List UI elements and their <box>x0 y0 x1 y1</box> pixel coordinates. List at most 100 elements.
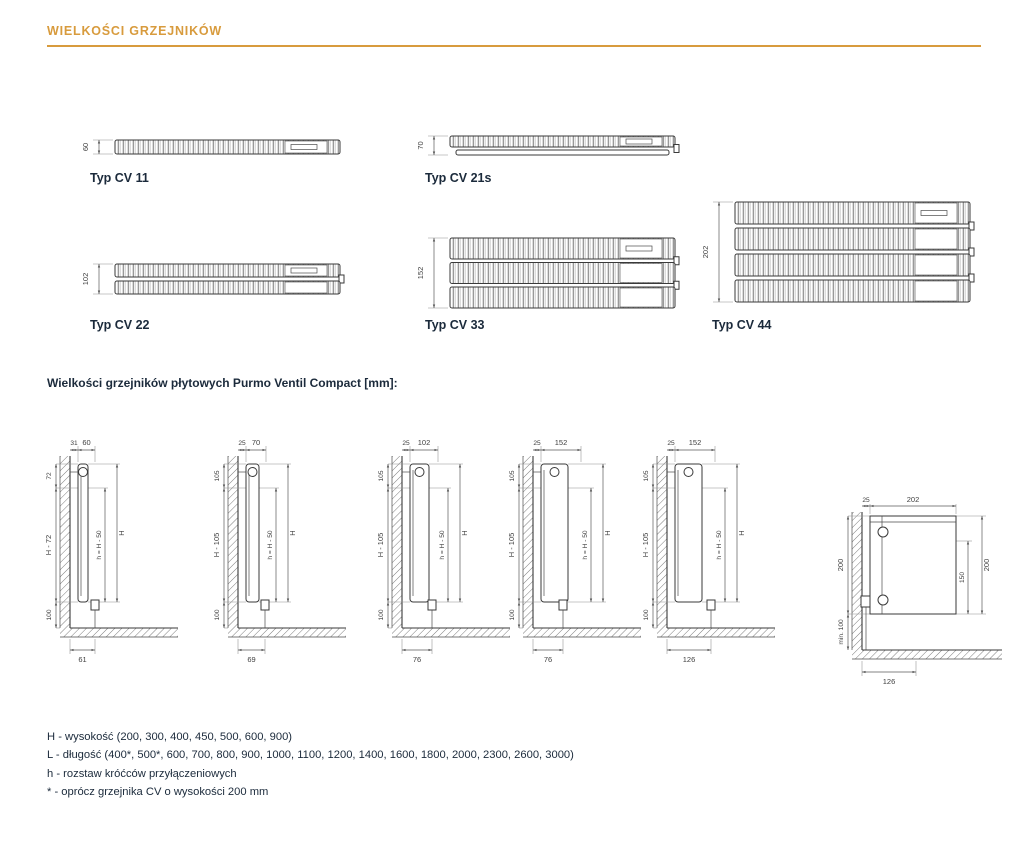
dim-label: 31 <box>70 440 78 447</box>
valve-block <box>260 599 270 611</box>
legend-line-height: H - wysokość (200, 300, 400, 450, 500, 6… <box>47 731 293 743</box>
radiator-panel <box>409 463 430 603</box>
valve-block <box>558 599 568 611</box>
dim-label: H - 105 <box>376 533 385 558</box>
floor-hatch <box>657 628 775 637</box>
radiator-panel <box>734 253 971 277</box>
wall-hatch <box>523 456 533 628</box>
floor-hatch <box>392 628 510 637</box>
panel-end-section <box>914 280 958 302</box>
radiator-panel <box>449 262 676 284</box>
side-connection-tab <box>968 247 975 257</box>
dim-label: 100 <box>46 609 53 620</box>
radiator-panel <box>540 463 569 603</box>
dim-label: 202 <box>907 495 920 504</box>
dim-label: 70 <box>416 141 425 149</box>
dim-label: H <box>117 530 126 535</box>
top-view-cv44: 202 <box>697 194 982 315</box>
air-vent-icon <box>549 467 560 477</box>
wall-hatch <box>392 456 402 628</box>
top-view-drawing: 202 <box>701 201 975 303</box>
type-label-cv21s: Typ CV 21s <box>425 171 492 185</box>
dim-label: 76 <box>544 655 552 664</box>
top-view-drawing: 102 <box>81 263 345 295</box>
dim-label: 152 <box>555 438 568 447</box>
radiator-panel <box>449 286 676 309</box>
dim-label: 150 <box>959 572 966 583</box>
air-vent-icon <box>877 526 889 538</box>
dim-label: 105 <box>509 470 516 481</box>
title-rule <box>47 45 981 47</box>
radiator-panel <box>114 280 341 295</box>
top-view-drawing: 60 <box>81 139 341 155</box>
dim-label: 100 <box>643 609 650 620</box>
floor-hatch <box>852 650 1002 659</box>
dim-label: 202 <box>701 246 710 259</box>
radiator-panel <box>734 279 971 303</box>
dim-label: 200 <box>838 559 845 572</box>
dim-label: 152 <box>416 267 425 280</box>
top-view-cv22: 102 <box>77 256 352 307</box>
top-view-cv21s: 70 <box>412 128 687 168</box>
radiator-panel <box>734 227 971 251</box>
wall-hatch <box>60 456 70 628</box>
air-vent-icon <box>683 467 694 477</box>
top-view-cv11: 60 <box>77 132 352 167</box>
dim-label: H - 105 <box>507 533 516 558</box>
radiator-panel <box>734 201 971 225</box>
type-label-cv22: Typ CV 22 <box>90 318 150 332</box>
panel-end-section <box>619 263 663 283</box>
type-label-cv44: Typ CV 44 <box>712 318 772 332</box>
legend-line-length: L - długość (400*, 500*, 600, 700, 800, … <box>47 749 574 762</box>
dim-label: 72 <box>46 472 53 480</box>
wall-hatch <box>852 512 862 650</box>
wall-hatch <box>228 456 238 628</box>
dim-label: 152 <box>689 438 702 447</box>
panel-end-section <box>914 254 958 276</box>
radiator-panel <box>114 263 341 278</box>
panel-end-section <box>284 140 328 154</box>
dim-label: 126 <box>883 677 896 686</box>
radiator-panel <box>455 149 670 156</box>
dim-label: 69 <box>247 655 255 664</box>
valve-block <box>706 599 716 611</box>
dim-label: h = H - 50 <box>96 530 103 559</box>
panel-end-section <box>619 238 663 259</box>
dim-label: 25 <box>402 440 410 447</box>
floor-hatch <box>228 628 346 637</box>
dim-label: 25 <box>238 440 246 447</box>
dim-label: 76 <box>413 655 421 664</box>
dim-label: 105 <box>378 470 385 481</box>
air-vent-icon <box>247 467 258 477</box>
radiator-panel <box>114 139 341 155</box>
valve-block <box>860 595 871 608</box>
legend-line-footnote: * - oprócz grzejnika CV o wysokości 200 … <box>47 786 269 799</box>
dim-label: 70 <box>252 438 260 447</box>
dim-label: h = H - 50 <box>439 530 446 559</box>
side-connection-tab <box>673 256 680 266</box>
top-view-drawing: 70 <box>416 135 680 156</box>
air-vent-icon <box>414 467 425 477</box>
radiator-panel <box>77 463 89 603</box>
valve-block <box>427 599 437 611</box>
radiator-panel <box>449 237 676 260</box>
radiator-panel <box>674 463 703 603</box>
dim-label: H - 72 <box>44 535 53 555</box>
panel-end-section <box>284 281 328 294</box>
dim-label: H <box>460 530 469 535</box>
wall-hatch <box>657 456 667 628</box>
dim-label: 25 <box>667 440 675 447</box>
radiator-panel <box>449 135 676 148</box>
side-connection-tab <box>673 144 680 153</box>
drain-plug-icon <box>877 594 889 606</box>
